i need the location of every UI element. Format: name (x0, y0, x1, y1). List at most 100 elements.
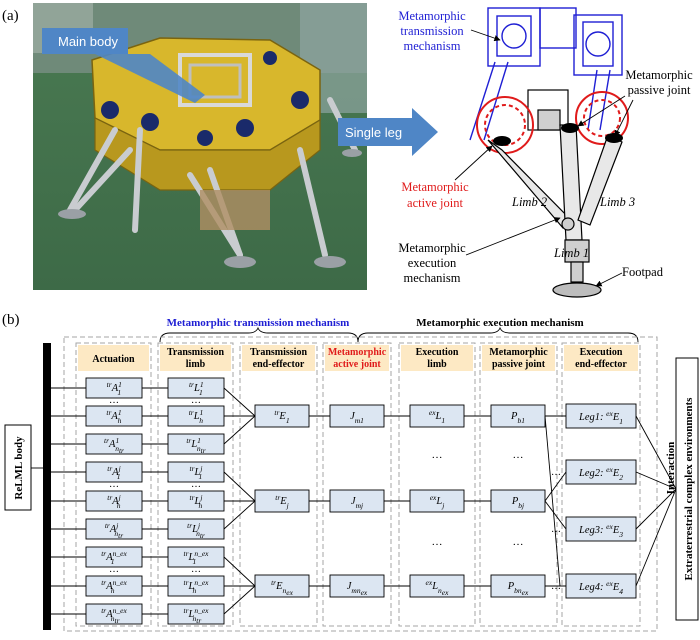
limb-to-end-link (223, 500, 256, 530)
outer-frame (63, 336, 658, 632)
brace-execution-label: Metamorphic execution mechanism (416, 317, 583, 329)
svg-text:execution: execution (408, 256, 457, 270)
execution-limb-cell: exLnex (409, 574, 465, 598)
passive-joint-arrow-1 (577, 95, 626, 127)
ellipsis: … (191, 395, 201, 406)
cell-label: Leg2: exE2 (578, 465, 623, 482)
svg-text:mechanism: mechanism (404, 271, 461, 285)
column-header-actuation: Actuation (92, 354, 135, 365)
brace-transmission-label: Metamorphic transmission mechanism (167, 317, 350, 329)
body-label: ReLML body (13, 436, 25, 500)
active-joint-callout: Metamorphic active joint (401, 180, 469, 210)
svg-text:transmission: transmission (400, 24, 464, 38)
execution-limb-cell: exLj (409, 489, 465, 513)
cell-label: exL1 (429, 408, 445, 425)
cell-label: Jmj (351, 496, 363, 510)
ellipsis: … (191, 479, 201, 490)
active-joint-cell: Jmnex (329, 574, 385, 598)
wire-group (51, 387, 677, 615)
passive-joint-callout: Metamorphic passive joint (625, 68, 693, 97)
leg-to-env-link (635, 488, 677, 587)
column-header-active-joint: Metamorphic (328, 347, 387, 358)
svg-text:Metamorphic: Metamorphic (625, 68, 693, 82)
main-body-label: Main body (58, 34, 118, 49)
ellipsis: … (551, 467, 561, 478)
main-body-callout-pointer (95, 54, 205, 103)
limb-to-end-link (223, 415, 256, 445)
cell-label: trEnex (271, 578, 294, 597)
panel-a: (a) (2, 3, 693, 298)
leg-to-env-link (635, 471, 677, 490)
ellipsis: … (109, 479, 119, 490)
cell-label: Leg1: exE1 (578, 409, 623, 426)
ellipsis: … (432, 536, 443, 548)
cell-label: exLnex (426, 578, 450, 597)
limb-to-end-link (223, 387, 256, 417)
footpad-arrow (595, 272, 623, 287)
cell-label: Pb1 (510, 411, 525, 425)
limb-to-end-link (223, 471, 256, 502)
svg-text:Metamorphic: Metamorphic (398, 241, 466, 255)
column-header-passive-joint: passive joint (492, 359, 546, 370)
cell-label: Jm1 (350, 411, 364, 425)
passive-joint-arrow-2 (614, 99, 634, 137)
passive-to-leg-link (544, 471, 567, 502)
transmission-end-cell: trEj (254, 489, 310, 513)
passive-joint-cell: Pbnex (490, 574, 546, 598)
single-leg-arrow (338, 108, 438, 156)
panel-a-label: (a) (2, 8, 19, 24)
cell-label: trE1 (274, 408, 289, 425)
active-joint-arrow (454, 145, 493, 181)
svg-text:Metamorphic: Metamorphic (398, 9, 466, 23)
execution-arrow (465, 217, 561, 256)
column-actuation: Actuation (75, 342, 152, 627)
transmission-end-cell: trEnex (254, 574, 310, 598)
cell-label: Pbj (511, 496, 524, 510)
panel-b-label: (b) (2, 312, 20, 328)
ellipsis: … (551, 524, 561, 535)
passive-to-leg-link (544, 415, 561, 587)
cell-label: Jmnex (347, 581, 368, 597)
column-header-execution-end: Execution (580, 347, 623, 358)
body-bar (43, 343, 51, 630)
environments-box (675, 357, 699, 621)
execution-callout: Metamorphic execution mechanism (398, 241, 466, 285)
column-header-active-joint: active joint (333, 359, 381, 370)
passive-joint-cell: Pbj (490, 489, 546, 513)
svg-text:mechanism: mechanism (404, 39, 461, 53)
execution-limb-cell: exL1 (409, 404, 465, 428)
ellipsis: … (109, 564, 119, 575)
leg-cell: Leg1: exE1 (565, 403, 637, 429)
panel-b: (b) Metamorphic transmission mechanism M… (2, 312, 699, 632)
cell-label: Pbnex (507, 581, 529, 597)
brace-execution (357, 326, 639, 343)
limb-3-label: Limb 3 (599, 195, 635, 209)
column-header-transmission-limb: limb (186, 359, 206, 370)
ellipsis: … (109, 395, 119, 406)
brace-transmission (159, 326, 359, 343)
limb-1-label: Limb 1 (553, 246, 589, 260)
ellipsis: … (551, 581, 561, 592)
